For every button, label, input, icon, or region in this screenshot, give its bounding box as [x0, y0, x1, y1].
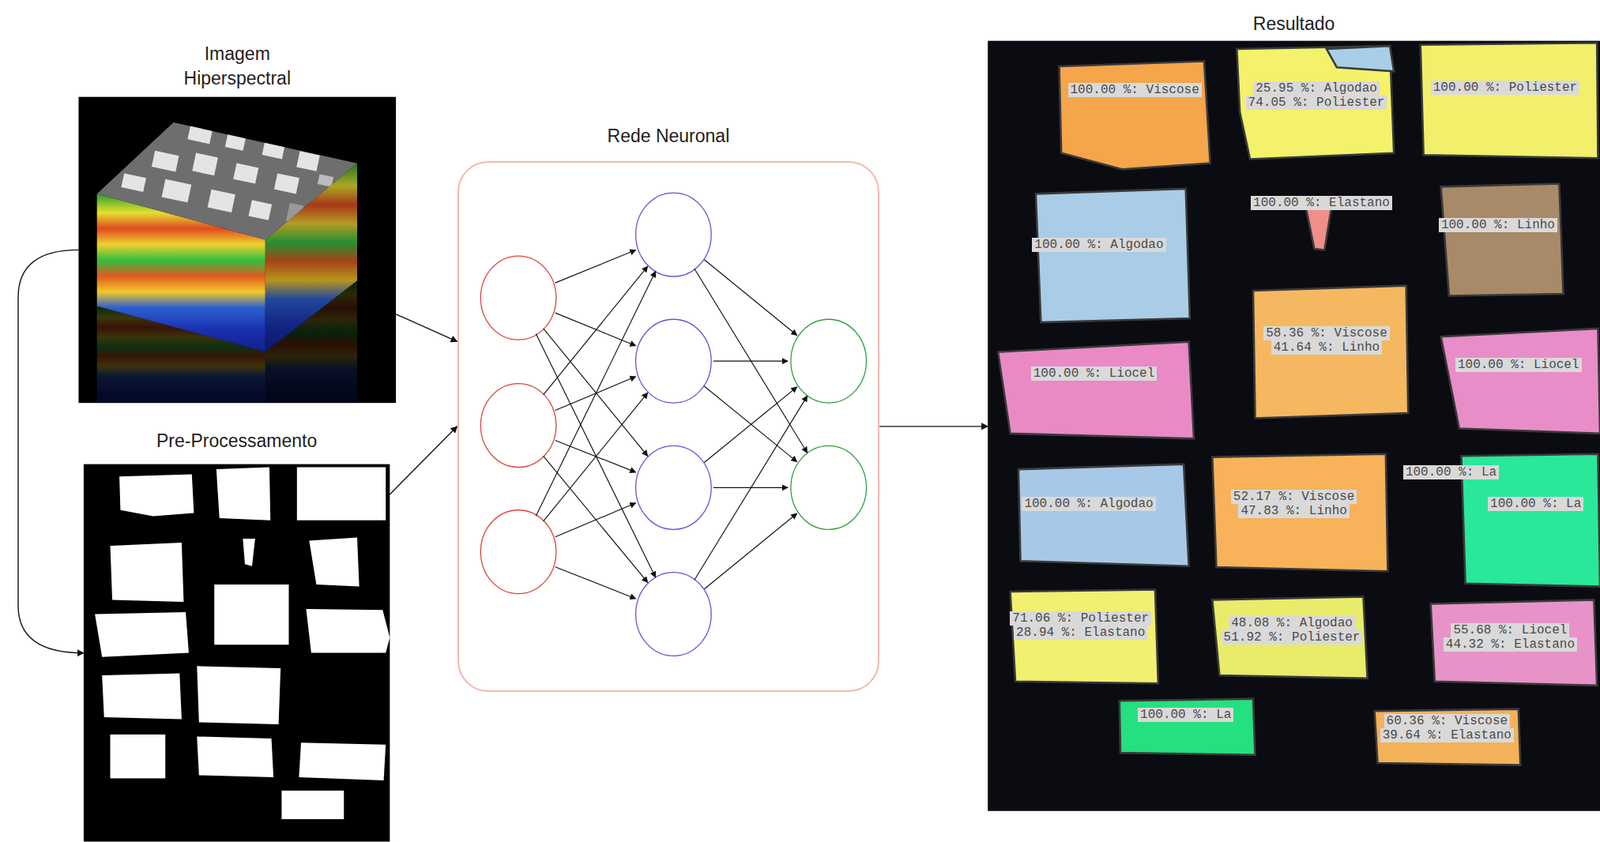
section-title: Pre-Processamento: [156, 429, 317, 454]
class-label: 41.64 %: Linho: [1271, 340, 1382, 355]
class-label: 74.05 %: Poliester: [1246, 95, 1388, 110]
class-label: 100.00 %: Elastano: [1250, 195, 1393, 211]
class-label: 100.00 %: Algodao: [1031, 237, 1166, 253]
class-label: 25.95 %: Algodao: [1253, 81, 1380, 96]
class-label: 52.17 %: Viscose: [1231, 489, 1358, 505]
section-title: Imagem Hiperspectral: [158, 41, 317, 91]
class-label: 100.00 %: Liocel: [1031, 366, 1158, 381]
flow-arrow: [18, 249, 84, 653]
section-title: Rede Neuronal: [607, 124, 731, 149]
class-label: 100.00 %: Poliester: [1430, 80, 1580, 95]
flow-arrow: [389, 426, 457, 495]
class-label: 100.00 %: La: [1137, 707, 1234, 723]
class-label: 48.08 %: Algodao: [1228, 616, 1356, 631]
class-label: 60.36 %: Viscose: [1384, 714, 1511, 729]
class-label: 100.00 %: La: [1403, 465, 1499, 480]
result-image: Resultado: [987, 41, 1600, 812]
class-label: 71.06 %: Poliester: [1009, 611, 1152, 626]
class-label: 44.32 %: Elastano: [1443, 637, 1578, 652]
class-label: 39.64 %: Elastano: [1380, 728, 1514, 743]
flow-arrow: [395, 314, 457, 343]
class-label: 100.00 %: Viscose: [1068, 82, 1202, 98]
class-label: 58.36 %: Viscose: [1263, 326, 1390, 341]
class-label: 100.00 %: La: [1487, 496, 1584, 512]
class-label: 55.68 %: Liocel: [1450, 623, 1570, 638]
section-title: Resultado: [1253, 11, 1336, 37]
flow-arrow: [879, 425, 988, 427]
class-label: 100.00 %: Linho: [1438, 218, 1558, 233]
network-box: Rede Neuronal: [457, 161, 881, 693]
preprocessing-mask: Pre-Processamento: [83, 464, 390, 842]
class-label: 100.00 %: Liocel: [1455, 357, 1582, 373]
class-label: 100.00 %: Algodao: [1021, 496, 1156, 512]
class-label: 47.83 %: Linho: [1238, 504, 1349, 519]
class-label: 51.92 %: Poliester: [1221, 630, 1363, 645]
class-label: 28.94 %: Elastano: [1013, 625, 1148, 640]
hyperspectral-image: Imagem Hiperspectral: [78, 97, 396, 403]
